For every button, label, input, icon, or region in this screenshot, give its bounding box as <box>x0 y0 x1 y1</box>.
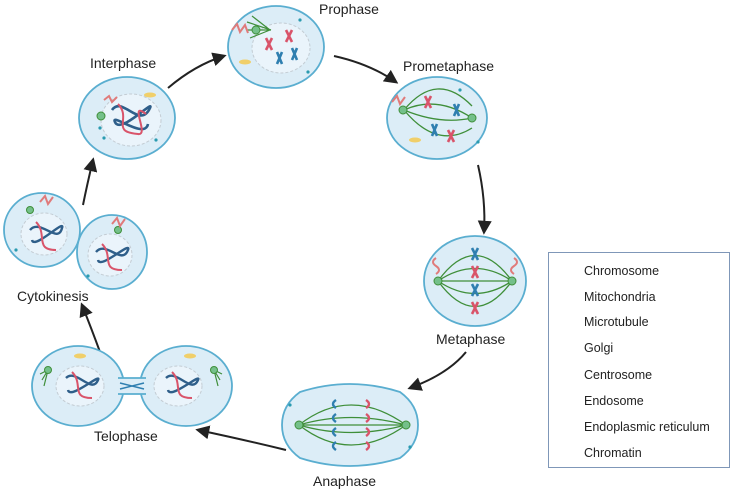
legend-item-centrosome: Centrosome <box>549 366 729 386</box>
arrow-anaphase-to-telophase <box>195 425 287 451</box>
anaphase-cell <box>281 383 419 467</box>
legend-item-endoplasmic-reticulum: Endoplasmic reticulum <box>549 418 729 438</box>
legend-label: Microtubule <box>584 315 649 329</box>
prometaphase-cell <box>386 76 488 160</box>
legend-item-endosome: Endosome <box>549 392 729 412</box>
legend-item-chromosome: Chromosome <box>549 262 729 282</box>
arrow-cytokinesis-to-interphase <box>82 157 98 206</box>
label-prophase: Prophase <box>319 1 379 17</box>
legend-item-golgi: Golgi <box>549 339 729 359</box>
label-metaphase: Metaphase <box>436 331 506 347</box>
metaphase-cell <box>423 235 527 327</box>
legend-label: Endoplasmic reticulum <box>584 420 710 434</box>
legend-label: Endosome <box>584 394 644 408</box>
legend-item-mitochondria: Mitochondria <box>549 288 729 308</box>
arrow-metaphase-to-anaphase <box>407 351 467 391</box>
label-prometaphase: Prometaphase <box>403 58 495 74</box>
legend-item-chromatin: Chromatin <box>549 444 729 464</box>
legend-label: Chromatin <box>584 446 642 460</box>
legend-label: Mitochondria <box>584 290 656 304</box>
arrow-prometaphase-to-metaphase <box>477 164 492 235</box>
arrow-prophase-to-prometaphase <box>333 55 399 84</box>
cytokinesis-cells <box>3 192 148 290</box>
label-cytokinesis: Cytokinesis <box>17 288 89 304</box>
interphase-cell <box>78 76 176 160</box>
legend-item-microtubule: Microtubule <box>549 313 729 333</box>
legend-label: Chromosome <box>584 264 660 278</box>
legend: Chromosome Mitochondria Microtubule Golg… <box>548 252 730 468</box>
label-interphase: Interphase <box>90 55 157 71</box>
arrow-interphase-to-prophase <box>167 52 227 89</box>
label-anaphase: Anaphase <box>313 473 377 489</box>
arrow-telophase-to-cytokinesis <box>79 302 101 353</box>
label-telophase: Telophase <box>94 428 158 444</box>
telophase-cell <box>31 345 233 427</box>
legend-label: Golgi <box>584 341 614 355</box>
legend-label: Centrosome <box>584 368 653 382</box>
prophase-cell <box>227 5 325 89</box>
